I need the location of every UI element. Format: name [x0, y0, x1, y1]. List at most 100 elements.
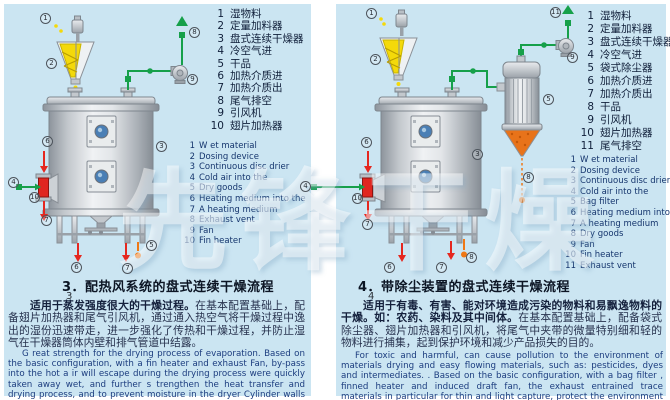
legend-item-label: 湿物料 [600, 10, 632, 22]
legend-item-number: 8 [570, 229, 576, 240]
right-paragraph-chinese: 适用于有毒、有害、能对环境造成污染的物料和易飘逸物料的干燥。如：农药、染料及其中… [341, 299, 662, 350]
legend-item-number: 10 [184, 236, 195, 247]
legend-item-label: Heating medium into the [199, 193, 306, 204]
legend-item-number: 7 [189, 204, 195, 215]
legend-item: 4 冷空气进 [566, 49, 670, 62]
legend-item-label: 加热介质进 [230, 69, 283, 82]
legend-item-number: 3 [587, 36, 594, 48]
left-fin-heater-assembly [16, 151, 59, 221]
legend-item-label: 翅片加热器 [230, 119, 283, 132]
legend-item-label: Continuous disc drier [580, 176, 670, 187]
legend-item-label: 定量加料器 [230, 20, 283, 33]
legend-item-label: 干品 [230, 57, 251, 70]
legend-item-label: 翅片加热器 [600, 127, 653, 139]
legend-item-label: 湿物料 [230, 8, 262, 20]
legend-item-label: 加热介质出 [600, 88, 653, 100]
legend-item-label: 干品 [600, 101, 621, 113]
right-paragraph-lead: 适用于有毒、有害、能对环境造成污染的物料和易飘逸物料的干燥。如：农药、染料及其中… [341, 299, 662, 325]
legend-item-number: 8 [587, 101, 594, 113]
legend-item-number: 5 [587, 62, 594, 74]
legend-item-number: 9 [189, 225, 195, 236]
legend-item: 10 Fin heater [181, 236, 306, 247]
right-exhaust-fan [555, 38, 574, 57]
legend-item-label: Cold air into the [199, 172, 268, 183]
legend-item-label: Heating medium into the [580, 207, 670, 218]
legend-item-number: 1 [189, 141, 195, 151]
legend-item-number: 9 [217, 107, 224, 120]
legend-item-number: 9 [587, 114, 594, 126]
legend-item: 8 干品 [566, 101, 670, 114]
legend-item-number: 11 [580, 140, 594, 152]
legend-item: 8 尾气排空 [198, 95, 304, 107]
legend-item-number: 7 [570, 218, 576, 229]
legend-item: 6 加热介质进 [198, 70, 304, 82]
left-manhole-lower [86, 160, 117, 193]
left-bottom-arrows [74, 242, 141, 262]
right-caption-index: 4 [368, 291, 375, 302]
legend-item-number: 2 [570, 165, 576, 176]
legend-item-number: 4 [189, 172, 195, 183]
left-paragraph-rest: 在基本配置基础上，配备翅片加热器和尾气引风机，通过通入热空气将干燥过程中逸出的湿… [8, 299, 306, 350]
legend-item-label: 引风机 [230, 107, 262, 120]
legend-item: 6 加热介质进 [566, 75, 670, 88]
legend-item-number: 7 [217, 82, 224, 95]
legend-item-number: 6 [217, 69, 224, 82]
legend-item-number: 10 [210, 119, 224, 132]
legend-item-number: 4 [587, 49, 594, 61]
legend-item-label: 加热介质进 [600, 75, 653, 87]
legend-item: 10 翅片加热器 [198, 120, 304, 132]
legend-item-label: 盘式连续干燥器 [600, 36, 670, 48]
bag-filter [496, 55, 543, 203]
legend-item-label: Exhaust vent [199, 215, 255, 226]
legend-item-label: Dry goods [580, 229, 624, 240]
legend-item-label: 尾气排空 [230, 94, 272, 107]
left-manhole-upper [86, 115, 117, 148]
legend-item-label: Fin heater [199, 236, 242, 247]
legend-item: 9 引风机 [198, 107, 304, 119]
legend-item-label: Fan [199, 225, 214, 236]
legend-item-number: 5 [189, 183, 195, 194]
left-pipe-nodes [125, 16, 188, 82]
legend-item-label: Bag filter [580, 197, 619, 208]
legend-item-label: Dosing device [199, 151, 259, 162]
legend-item-number: 6 [587, 75, 594, 87]
legend-item-number: 3 [570, 176, 576, 187]
right-feeder [379, 9, 418, 86]
legend-item-label: W et material [580, 155, 638, 165]
legend-item-label: Fan [580, 239, 595, 250]
legend-item-number: 9 [570, 239, 576, 250]
left-feeder [54, 15, 95, 90]
legend-item: 8 Dry goods [562, 229, 670, 240]
right-bottom-arrows [398, 239, 467, 262]
right-paragraph-english: For toxic and harmful, can cause polluti… [341, 351, 663, 400]
legend-item-number: 11 [565, 260, 576, 271]
legend-item-number: 8 [217, 94, 224, 107]
legend-item-number: 4 [217, 45, 224, 58]
legend-item-label: Continuous disc drier [199, 162, 290, 173]
legend-item: 10 翅片加热器 [566, 127, 670, 140]
left-diagram-caption: 3．配热风系统的盘式连续干燥流程 [61, 280, 275, 295]
legend-item-number: 10 [580, 127, 594, 139]
legend-item-number: 3 [217, 32, 224, 45]
legend-item: 3 盘式连续干燥器 [566, 36, 670, 49]
right-fin-heater-assembly [311, 151, 386, 221]
legend-item-label: 冷空气进 [600, 49, 642, 61]
